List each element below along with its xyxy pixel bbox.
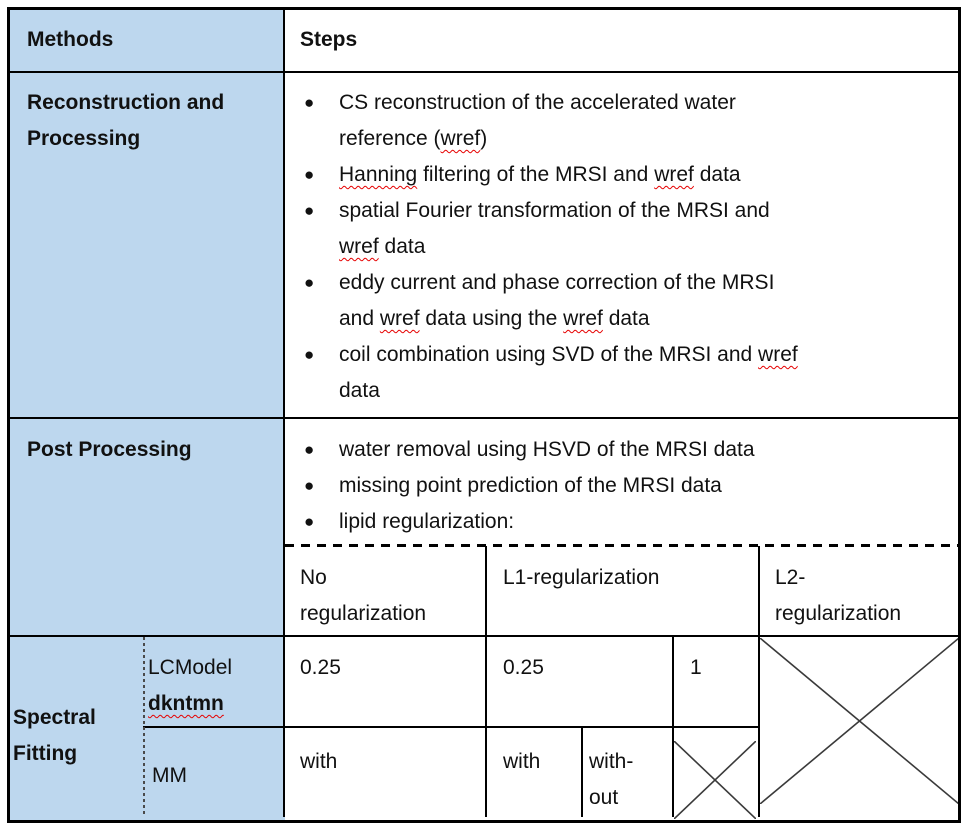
spectral-fitting-label: Spectral Fitting [13, 706, 96, 765]
reconstruction-steps-list: ● CS reconstruction of the accelerated w… [302, 85, 952, 409]
list-item: ● CS reconstruction of the accelerated w… [302, 85, 952, 157]
bullet-text: CS reconstruction of the accelerated wat… [339, 91, 736, 150]
row-divider-3 [143, 726, 758, 728]
list-item: ● Hanning filtering of the MRSI and wref… [302, 157, 952, 193]
bullet-icon: ● [304, 93, 315, 112]
lcmodel-l1-alt-value: 1 [690, 656, 702, 679]
steps-header: Steps [300, 28, 358, 51]
lcmodel-noreg-value: 0.25 [300, 656, 341, 679]
x-icon [760, 638, 959, 804]
lcmodel-label: LCModel dkntmn [148, 650, 232, 722]
list-item: ● spatial Fourier transformation of the … [302, 193, 952, 265]
l1-regularization-header: L1-regularization [503, 566, 660, 589]
reconstruction-label: Reconstruction and Processing [27, 91, 225, 150]
with-without-divider [581, 726, 583, 817]
noreg-l1-divider [485, 546, 487, 817]
bullet-icon: ● [304, 345, 315, 364]
x-icon [674, 741, 756, 819]
bullet-text: Hanning filtering of the MRSI and wref d… [339, 163, 741, 186]
list-item: ● lipid regularization: [302, 504, 952, 540]
bullet-text: coil combination using SVD of the MRSI a… [339, 343, 798, 402]
mm-label: MM [152, 764, 187, 787]
mm-l1-with-value: with [503, 750, 541, 773]
lcmodel-line2: dkntmn [148, 692, 224, 715]
row-divider-1 [7, 417, 961, 419]
row-divider-2 [7, 635, 961, 637]
mm-noreg-value: with [300, 750, 338, 773]
l1-sub-divider [672, 635, 674, 817]
bullet-icon: ● [304, 273, 315, 292]
header-row-divider [7, 71, 961, 73]
post-processing-label: Post Processing [27, 438, 192, 461]
methods-steps-divider [283, 7, 285, 817]
bullet-text: lipid regularization: [339, 510, 515, 533]
list-item: ● water removal using HSVD of the MRSI d… [302, 432, 952, 468]
list-item: ● coil combination using SVD of the MRSI… [302, 337, 952, 409]
crossed-out-cell-l2 [760, 638, 959, 804]
bullet-icon: ● [304, 512, 315, 531]
lcmodel-l1-value: 0.25 [503, 656, 544, 679]
list-item: ● missing point prediction of the MRSI d… [302, 468, 952, 504]
methods-column-fill [10, 10, 285, 820]
bullet-icon: ● [304, 440, 315, 459]
methods-header: Methods [27, 28, 114, 51]
list-item: ● eddy current and phase correction of t… [302, 265, 952, 337]
bullet-text: spatial Fourier transformation of the MR… [339, 199, 770, 258]
bullet-text: water removal using HSVD of the MRSI dat… [339, 438, 755, 461]
bullet-icon: ● [304, 476, 315, 495]
crossed-out-cell-small [674, 741, 756, 819]
mm-l1-without-value: with-out [589, 750, 634, 809]
l2-regularization-header: L2-regularization [775, 566, 902, 625]
bullet-text: eddy current and phase correction of the… [339, 271, 775, 330]
bullet-text: missing point prediction of the MRSI dat… [339, 474, 722, 497]
bullet-icon: ● [304, 201, 315, 220]
table-outer-border [7, 7, 961, 823]
bullet-icon: ● [304, 165, 315, 184]
dotted-divider [143, 637, 145, 817]
post-processing-steps-list: ● water removal using HSVD of the MRSI d… [302, 432, 952, 540]
dashed-divider [285, 544, 958, 547]
l1-l2-divider [758, 546, 760, 817]
lcmodel-line1: LCModel [148, 656, 233, 679]
no-regularization-header: No regularization [300, 566, 427, 625]
